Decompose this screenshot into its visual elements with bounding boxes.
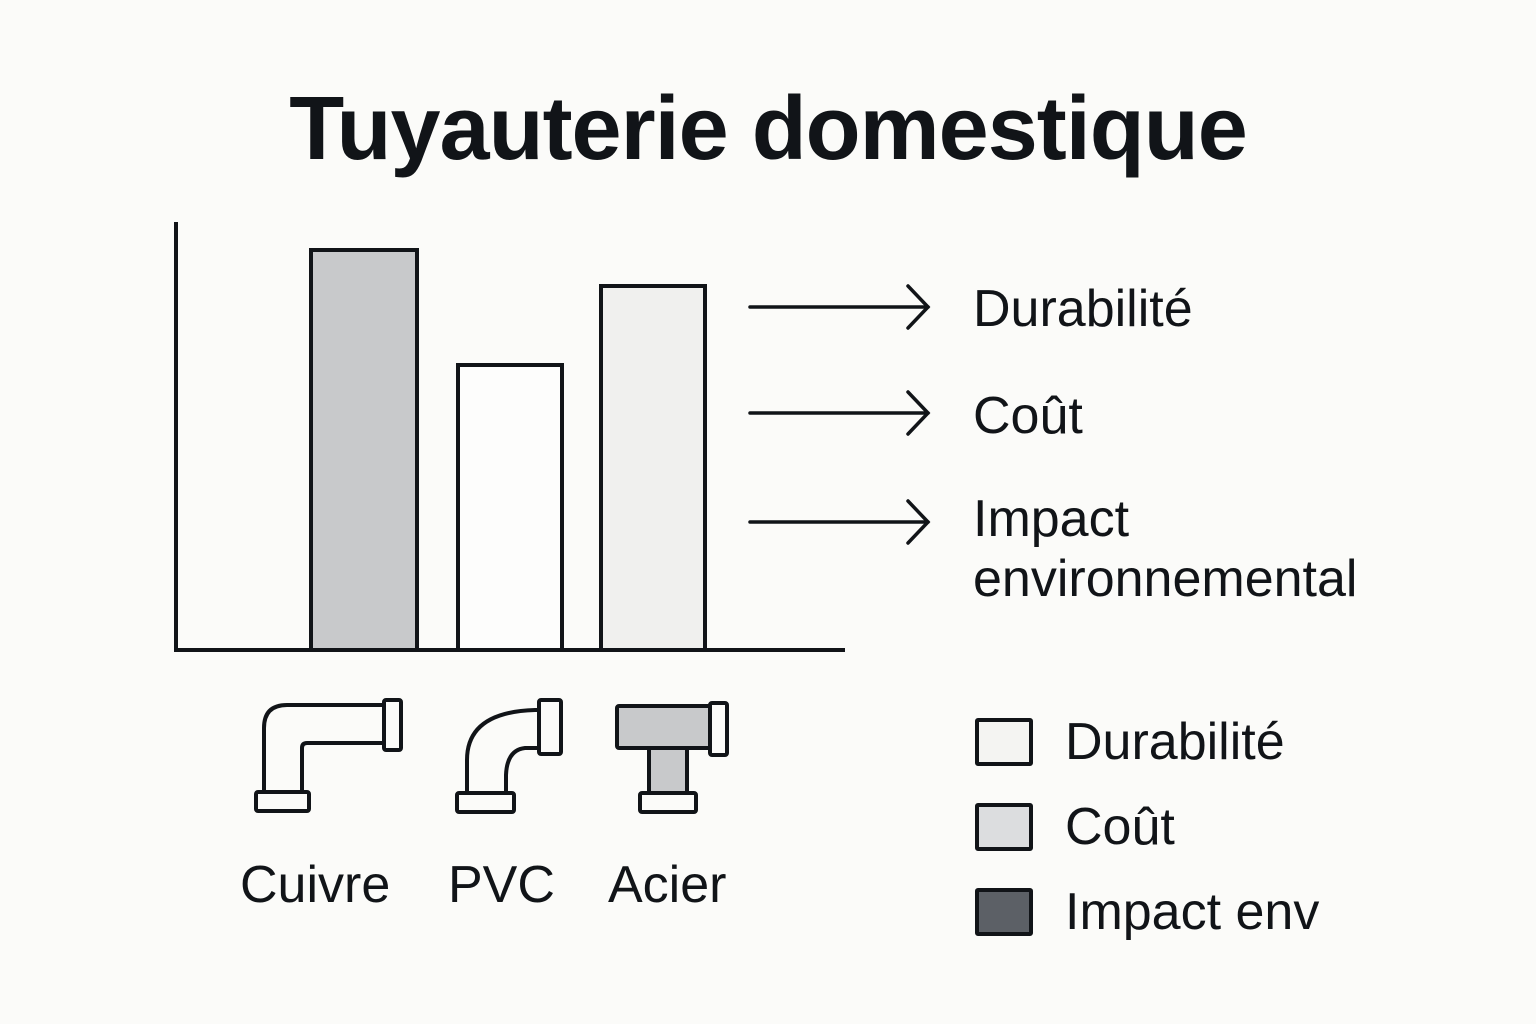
copper-elbow-pipe-icon — [254, 698, 403, 813]
annotation-impact: Impact environnemental — [973, 489, 1357, 609]
bar-pvc — [456, 363, 564, 652]
arrow-icon — [748, 499, 931, 545]
bar-acier — [599, 284, 707, 652]
annotation-cout: Coût — [973, 387, 1083, 445]
annotation-durabilite: Durabilité — [973, 280, 1193, 338]
pvc-curved-elbow-pipe-icon — [455, 698, 563, 814]
legend-item-cout: Coût — [975, 797, 1175, 857]
steel-tee-pipe-icon — [615, 701, 729, 814]
legend-label: Impact env — [1065, 883, 1320, 941]
arrow-icon — [748, 284, 931, 330]
legend-label: Durabilité — [1065, 713, 1285, 771]
chart-title: Tuyauterie domestique — [289, 79, 1248, 179]
annotation-impact-line1: Impact — [973, 490, 1130, 548]
legend-swatch — [975, 803, 1033, 851]
legend-item-durabilite: Durabilité — [975, 712, 1285, 772]
category-label-pvc: PVC — [448, 856, 555, 914]
legend-item-impact-env: Impact env — [975, 882, 1319, 942]
legend-label: Coût — [1065, 798, 1175, 856]
legend-swatch — [975, 888, 1033, 936]
legend-swatch — [975, 718, 1033, 766]
arrow-icon — [748, 390, 931, 436]
category-label-acier: Acier — [608, 856, 727, 914]
annotation-impact-line2: environnemental — [973, 550, 1358, 608]
bar-cuivre — [309, 248, 419, 652]
category-label-cuivre: Cuivre — [240, 856, 391, 914]
